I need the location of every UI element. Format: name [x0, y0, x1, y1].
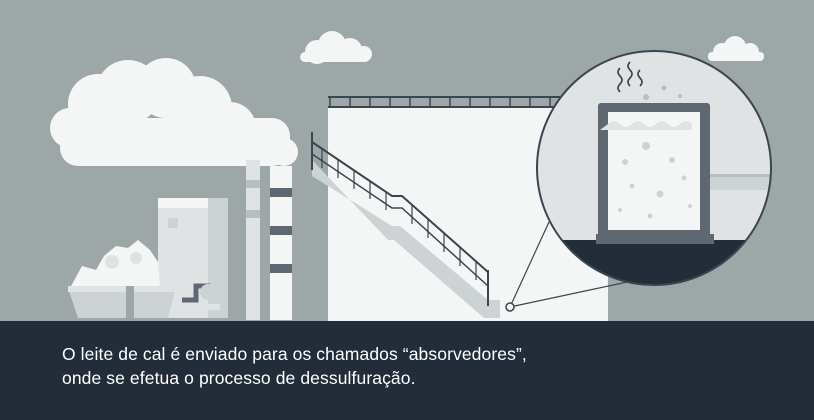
smoke-cloud [50, 58, 298, 166]
caption-line-2: onde se efetua o processo de dessulfuraç… [62, 368, 416, 388]
magnifier-detail-icon [536, 50, 772, 286]
caption-text: O leite de cal é enviado para os chamado… [62, 342, 782, 390]
caption-bar [0, 321, 814, 420]
cloud-icon [300, 31, 372, 64]
factory-illustration [68, 160, 292, 320]
bubbles-icon [618, 142, 692, 219]
caption-line-1: O leite de cal é enviado para os chamado… [62, 344, 527, 364]
steam-icon [617, 61, 643, 93]
cloud-icon [708, 36, 764, 61]
